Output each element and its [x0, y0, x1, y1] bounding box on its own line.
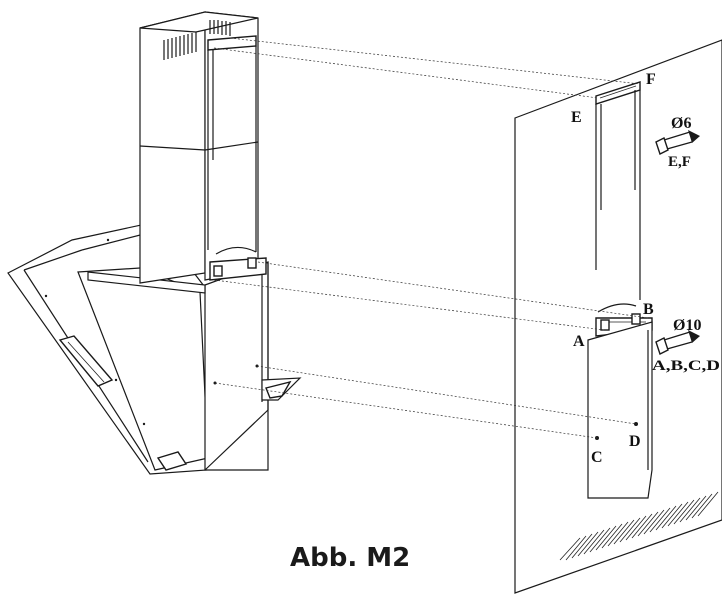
fixing-diameter-upper: Ø6 [671, 115, 691, 132]
wall [514, 39, 722, 594]
point-label-d: D [629, 433, 641, 450]
wall-plug-icon [655, 130, 700, 155]
fixing-diameter-lower: Ø10 [673, 317, 701, 334]
front-badge [156, 451, 188, 471]
chimney-upper-bracket [207, 35, 257, 252]
wall-upper-bracket [595, 81, 641, 300]
chimney [139, 11, 259, 284]
point-label-a: A [573, 333, 585, 350]
control-panel [58, 335, 114, 387]
point-label-c: C [591, 449, 603, 466]
point-label-b: B [643, 301, 654, 318]
chimney-vent-side [209, 20, 231, 36]
figure-caption: Abb. M2 [290, 543, 410, 573]
fixing-points-upper: E,F [668, 154, 691, 170]
point-label-e: E [571, 109, 582, 126]
hole-d [634, 422, 638, 426]
hood-side-strip [261, 377, 302, 401]
projection-lines [213, 37, 649, 439]
chimney-vent [163, 32, 197, 60]
wall-duct-cover [587, 321, 653, 499]
wall-hatching [559, 491, 719, 561]
fixing-points-lower: A,B,C,D [652, 358, 720, 374]
point-label-f: F [646, 71, 656, 88]
chimney-lower-bracket [209, 246, 267, 281]
wall-plug-icon [655, 330, 700, 355]
